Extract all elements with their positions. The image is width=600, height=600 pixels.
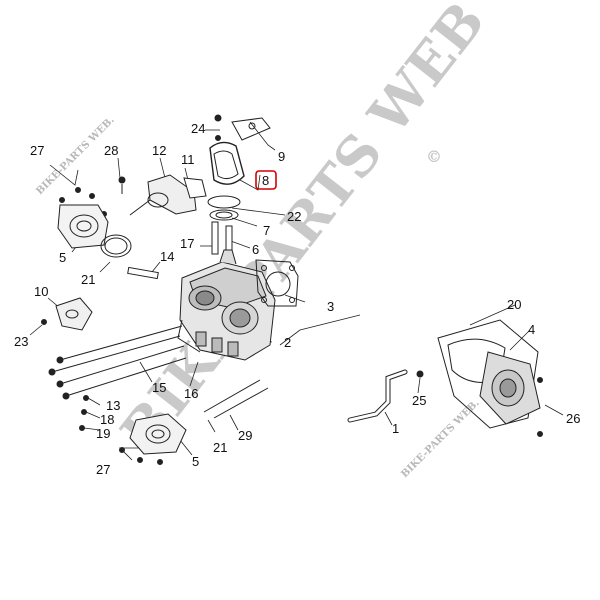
leader-lines [29, 121, 564, 461]
callout-27-bottom: 27 [96, 462, 110, 477]
callout-15: 15 [152, 380, 166, 395]
part-intake-left-lower [119, 413, 187, 465]
callout-3: 3 [327, 299, 334, 314]
part-10-bracket [41, 297, 93, 331]
part-1-breather-hose-inner [348, 370, 407, 422]
callout-12: 12 [152, 143, 166, 158]
watermark-copyright: © [426, 147, 442, 166]
callout-29: 29 [238, 428, 252, 443]
callout-18: 18 [100, 412, 114, 427]
part-intake-left-upper [57, 174, 207, 258]
callout-27-top: 27 [30, 143, 44, 158]
callout-2: 2 [284, 335, 291, 350]
callout-25: 25 [412, 393, 426, 408]
callout-14: 14 [160, 249, 174, 264]
callout-21-top: 21 [81, 272, 95, 287]
callout-5-top: 5 [59, 250, 66, 265]
callout-23: 23 [14, 334, 28, 349]
callout-17: 17 [180, 236, 194, 251]
callout-19: 19 [96, 426, 110, 441]
callout-5-bottom: 5 [192, 454, 199, 469]
callout-4: 4 [528, 322, 535, 337]
callout-13: 13 [106, 398, 120, 413]
callout-24: 24 [191, 121, 205, 136]
part-cylinder-head [177, 249, 276, 361]
callout-labels: 24 9 8 22 7 6 17 3 2 12 11 28 27 5 21 14… [14, 121, 580, 477]
callout-10: 10 [34, 284, 48, 299]
callout-22: 22 [287, 209, 301, 224]
callout-20: 20 [507, 297, 521, 312]
callout-1: 1 [392, 421, 399, 436]
callout-16: 16 [184, 386, 198, 401]
part-3-gasket [255, 259, 299, 307]
callout-6: 6 [252, 242, 259, 257]
part-15-bolts [48, 325, 269, 431]
part-14-stud [127, 266, 159, 280]
callout-7: 7 [263, 223, 270, 238]
callout-9: 9 [278, 149, 285, 164]
part-8-gasket [209, 141, 245, 185]
callout-26: 26 [566, 411, 580, 426]
callout-21-bottom: 21 [213, 440, 227, 455]
part-manifold-top [207, 114, 271, 221]
callout-11: 11 [181, 152, 195, 167]
highlight-box-part-8 [255, 170, 277, 190]
part-head-cover-right [416, 319, 543, 437]
callout-8: 8 [262, 173, 269, 188]
callout-28: 28 [104, 143, 118, 158]
